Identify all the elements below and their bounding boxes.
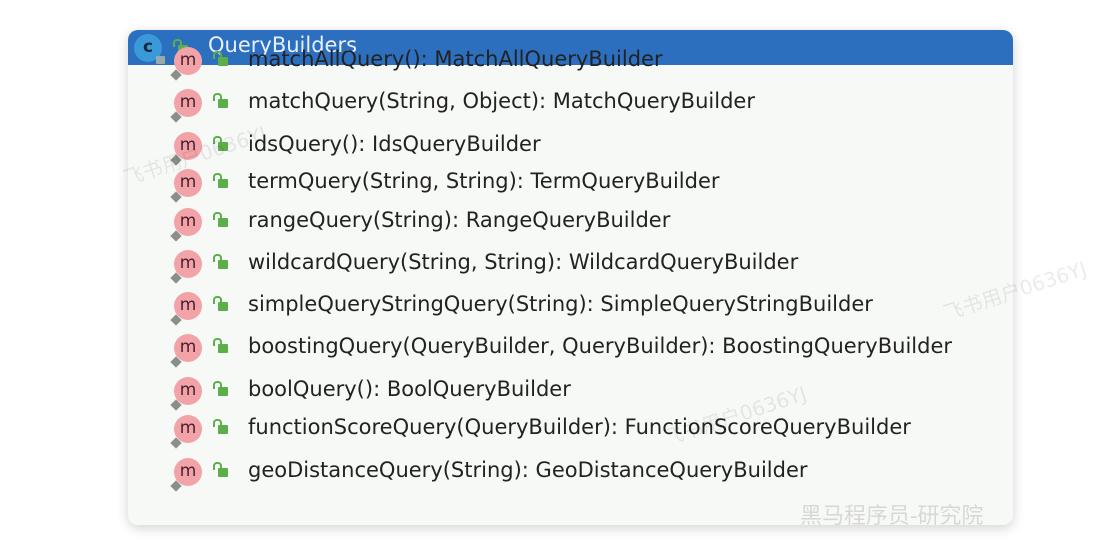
method-label: matchQuery(String, Object): MatchQueryBu… — [248, 89, 755, 113]
public-lock-icon — [213, 296, 228, 311]
popup-header: c QueryBuilders — [128, 30, 1013, 65]
public-lock-icon — [213, 338, 228, 353]
method-icon: m — [174, 334, 202, 362]
method-icon: m — [174, 132, 202, 160]
public-lock-icon — [213, 51, 228, 66]
method-item[interactable]: m boolQuery(): BoolQueryBuilder — [128, 375, 1013, 411]
completion-popup: c QueryBuilders m matchAllQuery(): MatchA… — [128, 30, 1013, 525]
class-icon: c — [134, 34, 165, 64]
method-icon: m — [174, 415, 202, 443]
method-item[interactable]: m functionScoreQuery(QueryBuilder): Funct… — [128, 413, 1013, 449]
public-lock-icon — [213, 93, 228, 108]
method-label: idsQuery(): IdsQueryBuilder — [248, 132, 541, 156]
public-lock-icon — [213, 136, 228, 151]
method-label: matchAllQuery(): MatchAllQueryBuilder — [248, 47, 663, 71]
method-item[interactable]: m termQuery(String, String): TermQueryBui… — [128, 167, 1013, 203]
method-icon: m — [174, 458, 202, 486]
method-item[interactable]: m geoDistanceQuery(String): GeoDistanceQu… — [128, 456, 1013, 492]
method-icon: m — [174, 250, 202, 278]
method-label: functionScoreQuery(QueryBuilder): Functi… — [248, 415, 911, 439]
method-label: simpleQueryStringQuery(String): SimpleQu… — [248, 292, 873, 316]
method-icon: m — [174, 292, 202, 320]
brand-watermark: 黑马程序员-研究院 — [800, 504, 984, 529]
public-lock-icon — [213, 254, 228, 269]
method-label: boolQuery(): BoolQueryBuilder — [248, 377, 571, 401]
method-item[interactable]: m idsQuery(): IdsQueryBuilder — [128, 130, 1013, 166]
method-item[interactable]: m matchAllQuery(): MatchAllQueryBuilder — [128, 45, 1013, 81]
method-icon: m — [174, 47, 202, 75]
method-label: wildcardQuery(String, String): WildcardQ… — [248, 250, 799, 274]
public-lock-icon — [213, 419, 228, 434]
method-item[interactable]: m rangeQuery(String): RangeQueryBuilder — [128, 206, 1013, 242]
method-label: rangeQuery(String): RangeQueryBuilder — [248, 208, 671, 232]
method-icon: m — [174, 169, 202, 197]
public-lock-icon — [213, 381, 228, 396]
method-icon: m — [174, 377, 202, 405]
method-label: geoDistanceQuery(String): GeoDistanceQue… — [248, 458, 808, 482]
method-icon: m — [174, 89, 202, 117]
method-item[interactable]: m simpleQueryStringQuery(String): SimpleQ… — [128, 290, 1013, 326]
method-label: termQuery(String, String): TermQueryBuil… — [248, 169, 720, 193]
public-lock-icon — [213, 462, 228, 477]
method-label: boostingQuery(QueryBuilder, QueryBuilder… — [248, 334, 953, 358]
method-item[interactable]: m wildcardQuery(String, String): Wildcard… — [128, 248, 1013, 284]
public-lock-icon — [213, 212, 228, 227]
method-item[interactable]: m matchQuery(String, Object): MatchQueryB… — [128, 87, 1013, 123]
method-item[interactable]: m boostingQuery(QueryBuilder, QueryBuilde… — [128, 332, 1013, 368]
class-title: QueryBuilders — [208, 33, 358, 57]
public-lock-icon — [213, 173, 228, 188]
method-icon: m — [174, 208, 202, 236]
